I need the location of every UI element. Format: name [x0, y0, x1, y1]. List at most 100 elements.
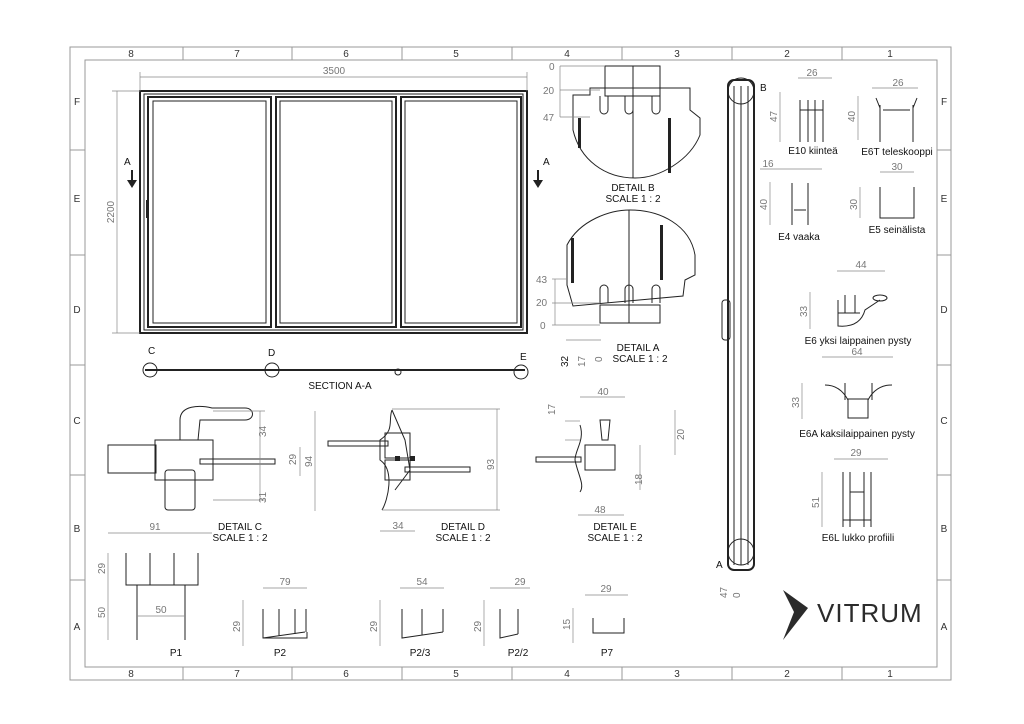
vitrum-logo: VITRUM [783, 590, 923, 640]
col-label: 5 [453, 49, 459, 60]
column-labels-bottom: 8 7 6 5 4 3 2 1 [128, 669, 893, 680]
col-label: 1 [887, 49, 893, 60]
detail-c: 34 29 94 31 91 DETAIL C SCALE 1 : 2 [107, 406, 316, 544]
dim: 34 [392, 521, 404, 532]
col-label: 7 [234, 49, 240, 60]
dim: 29 [288, 453, 299, 465]
detail-c-scale: SCALE 1 : 2 [212, 533, 267, 544]
col-label: 2 [784, 669, 790, 680]
dim: 0 [594, 356, 605, 362]
dim: 20 [676, 428, 687, 440]
dim: 0 [540, 321, 546, 332]
profile-e10: 26 47 E10 kiinteä [769, 68, 838, 157]
profile-e4: 16 40 E4 vaaka [759, 159, 822, 243]
dim: 29 [369, 620, 380, 632]
row-label: E [941, 194, 948, 205]
profile-label: E6A kaksilaippainen pysty [799, 429, 915, 440]
section-mark-right: A [543, 157, 550, 168]
dim: 29 [850, 448, 862, 459]
detail-a-title: DETAIL A [617, 343, 660, 354]
inner-border [84, 59, 938, 668]
dim: 44 [855, 260, 867, 271]
dim: 16 [762, 159, 774, 170]
dim: 18 [634, 473, 645, 485]
profile-p2: 79 29 P2 [232, 577, 308, 659]
profile-e6a: 64 33 E6A kaksilaippainen pysty [791, 347, 915, 440]
row-label: C [940, 416, 947, 427]
dim: 30 [891, 162, 903, 173]
dim: 51 [811, 496, 822, 508]
dim: 94 [304, 455, 315, 467]
profile-label: P2/2 [508, 648, 529, 659]
dim: 40 [847, 110, 858, 122]
col-label: 6 [343, 669, 349, 680]
dim: 47 [769, 110, 780, 122]
col-label: 3 [674, 669, 680, 680]
point-label-c: C [148, 346, 155, 357]
section-title: SECTION A-A [308, 381, 372, 392]
detail-c-title: DETAIL C [218, 522, 262, 533]
logo-mark-icon [783, 590, 808, 640]
dim: 40 [759, 198, 770, 210]
dim: 43 [536, 275, 548, 286]
detail-a-scale: SCALE 1 : 2 [612, 354, 667, 365]
profile-e6t: 26 40 E4 vaaka E6T teleskooppi [847, 78, 933, 158]
dim: 40 [597, 387, 609, 398]
vertical-section: B A 47 0 [716, 77, 767, 598]
dim: 91 [149, 522, 161, 533]
dim: 33 [799, 305, 810, 317]
detail-e-scale: SCALE 1 : 2 [587, 533, 642, 544]
dim: 54 [416, 577, 428, 588]
detail-b-scale: SCALE 1 : 2 [605, 194, 660, 205]
grid-dividers [70, 47, 951, 680]
profile-e5: 30 30 E5 seinälista [849, 162, 926, 236]
detail-b: 0 20 47 DETAIL B SCALE 1 : 2 [543, 62, 701, 205]
dim: 29 [97, 562, 108, 574]
profile-label: E6L lukko profiili [822, 533, 894, 544]
dim: 29 [600, 584, 612, 595]
col-label: 6 [343, 49, 349, 60]
detail-a-marker: A [716, 560, 723, 571]
col-label: 2 [784, 49, 790, 60]
dim: 47 [543, 113, 555, 124]
detail-b-title: DETAIL B [611, 183, 655, 194]
profile-p1: 29 50 50 P1 [97, 553, 199, 659]
point-label-e: E [520, 352, 527, 363]
row-label: F [941, 97, 947, 108]
row-label: C [73, 416, 80, 427]
col-label: 5 [453, 669, 459, 680]
dim: 29 [473, 620, 484, 632]
dim: 34 [258, 425, 269, 437]
row-labels-left: F E D C B A [73, 97, 80, 633]
dim: 29 [232, 620, 243, 632]
section-a-a: C D E SECTION A-A [142, 346, 529, 392]
profile-label: E5 seinälista [869, 225, 926, 236]
detail-d-scale: SCALE 1 : 2 [435, 533, 490, 544]
dim: 50 [155, 605, 167, 616]
dim: 47 [719, 586, 730, 598]
profile-e6l: 29 51 E6L lukko profiili [811, 448, 894, 544]
width-dimension: 3500 [323, 66, 346, 77]
profile-p2-2: 29 29 P2/2 [473, 577, 530, 659]
col-label: 4 [564, 49, 570, 60]
height-dimension: 2200 [106, 200, 117, 223]
detail-a: 43 20 0 32 17 0 DETAIL A SCALE 1 : 2 [536, 209, 696, 367]
logo-text: VITRUM [817, 598, 923, 628]
detail-d-title: DETAIL D [441, 522, 485, 533]
dim: 64 [851, 347, 863, 358]
profile-p2-3: 54 29 P2/3 [369, 577, 444, 659]
dim: 26 [806, 68, 818, 79]
profile-label: E4 vaaka [778, 232, 820, 243]
row-label: D [73, 305, 80, 316]
dim: 29 [514, 577, 526, 588]
col-label: 1 [887, 669, 893, 680]
dim: 17 [547, 403, 558, 415]
col-label: 4 [564, 669, 570, 680]
door-elevation: 3500 2200 A A [106, 66, 550, 334]
dim: 50 [97, 606, 108, 618]
profile-label: E10 kiinteä [788, 146, 838, 157]
detail-e: 40 17 20 18 48 DETAIL E SCALE 1 : 2 [535, 387, 687, 544]
dim: 48 [594, 505, 606, 516]
row-label: B [74, 524, 81, 535]
